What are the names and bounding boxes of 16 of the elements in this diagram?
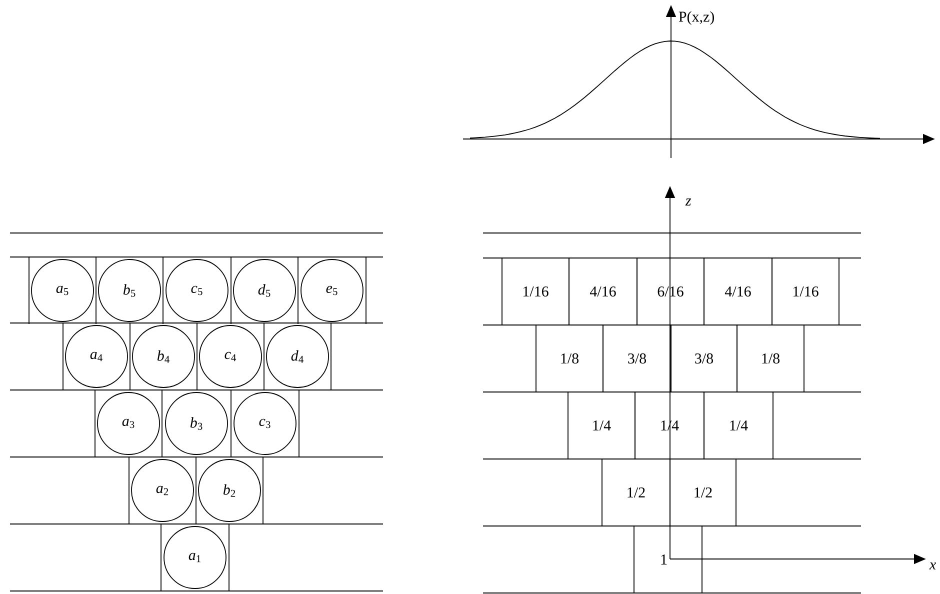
probability-cell: 4/16 [704, 258, 772, 326]
probability-cell: 1/16 [502, 258, 570, 326]
probability-cell: 1 [634, 526, 702, 594]
axis-label: x [929, 562, 936, 570]
probability-cell: 4/16 [568, 258, 638, 326]
axis-label: z [685, 198, 692, 206]
probability-cell: 3/8 [602, 324, 672, 392]
probability-cell: 1/2 [602, 458, 670, 526]
probability-cell: 1/2 [670, 458, 736, 526]
probability-cell: 1/4 [568, 392, 636, 460]
probability-cell: 1/8 [736, 324, 804, 392]
axis-label: P(x,z) [678, 11, 714, 25]
probability-cell: 1/16 [772, 258, 840, 326]
probability-cell: 3/8 [670, 324, 738, 392]
probability-cell: 1/8 [536, 324, 604, 392]
probability-cell: 1/4 [704, 392, 774, 460]
